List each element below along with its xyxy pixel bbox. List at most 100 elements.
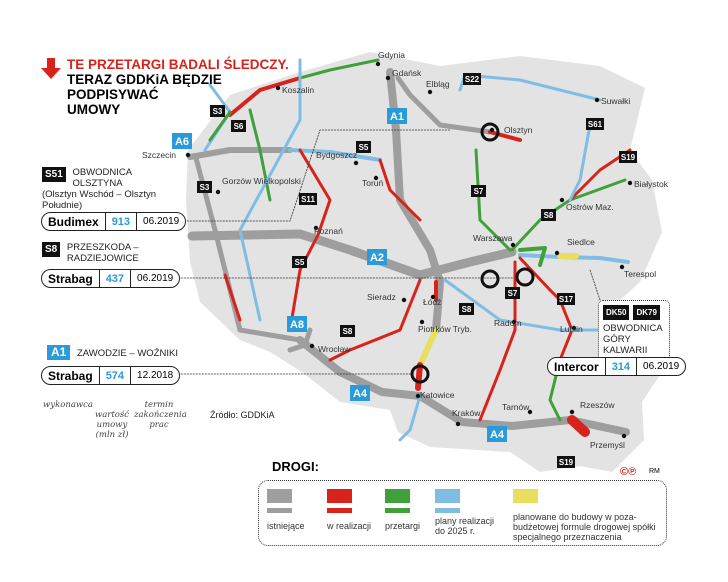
city-dot <box>554 250 560 256</box>
svg-text:A8: A8 <box>290 319 304 331</box>
city-dot <box>185 152 191 158</box>
contractor: Budimex <box>42 213 106 230</box>
contract-pill: Budimex 913 06.2019 <box>41 212 187 231</box>
legend-label: w realizacji <box>327 521 372 531</box>
svg-text:S7: S7 <box>474 187 484 196</box>
road-badge-s5: S5 <box>356 141 371 153</box>
city-label: Przemyśl <box>590 440 625 450</box>
legend-line <box>267 508 292 513</box>
road-badge-s8: S8 <box>541 209 556 221</box>
road-badge-s5: S5 <box>292 256 307 268</box>
deadline: 06.2019 <box>643 361 680 372</box>
svg-text:A4: A4 <box>353 388 368 400</box>
project-a1: A1 ZAWODZIE – WOŹNIKI <box>47 345 217 363</box>
svg-text:S22: S22 <box>465 75 480 84</box>
road-badge-s61: S61 <box>586 118 604 130</box>
road-existing <box>287 327 313 353</box>
deadline: 06.2019 <box>143 216 180 227</box>
svg-text:S7: S7 <box>508 289 518 298</box>
legend-swatch <box>435 489 460 503</box>
headline-line-1: TE PRZETARGI BADALI ŚLEDCZY. <box>67 57 289 72</box>
legend-line <box>435 508 460 513</box>
legend-label: planowane do budowy w poza-budżetowej fo… <box>513 512 656 542</box>
svg-text:S19: S19 <box>559 458 574 467</box>
contractor: Strabag <box>42 367 100 384</box>
svg-text:A6: A6 <box>175 136 189 148</box>
road-badge-s8: S8 <box>459 303 474 315</box>
source: Źródło: GDDKiA <box>210 410 275 420</box>
city-dot <box>401 297 407 303</box>
legend-swatch <box>513 489 538 503</box>
project-name: OBWODNICA GÓRY KALWARII <box>603 323 663 356</box>
svg-text:A4: A4 <box>490 429 505 441</box>
city-dot <box>415 393 421 399</box>
city-dot <box>627 180 633 186</box>
contract-value: 913 <box>106 213 138 230</box>
road-badge-a6: A6 <box>172 133 192 149</box>
road-badge-s3: S3 <box>197 181 212 193</box>
headline-line-3: PODPISYWAĆ <box>67 87 159 102</box>
road-planned <box>568 123 592 202</box>
svg-text:S11: S11 <box>301 195 315 204</box>
road-badge: A1 <box>47 345 71 360</box>
city-dot <box>594 97 600 103</box>
city-label: Rzeszów <box>580 400 615 410</box>
city-label: Wrocław <box>318 344 351 354</box>
road-planned <box>398 394 422 442</box>
contractor: Strabag <box>42 270 100 287</box>
contractor: Intercor <box>548 358 606 375</box>
highlight-rings <box>410 122 535 384</box>
leader-line <box>589 269 601 301</box>
road-badge: DK50 <box>603 305 630 320</box>
road-badge-a4: A4 <box>350 385 370 401</box>
city-label: Katowice <box>420 390 455 400</box>
road-construction <box>415 362 423 391</box>
contract-value: 437 <box>100 270 132 287</box>
road-special <box>417 327 439 368</box>
svg-text:S19: S19 <box>621 153 636 162</box>
road-planned <box>443 278 612 332</box>
legend-title: DROGI: <box>272 459 319 474</box>
city-label: Toruń <box>362 178 384 188</box>
road-planned <box>458 73 602 102</box>
road-existing <box>187 147 293 160</box>
city-label: Tarnów <box>502 402 530 412</box>
road-badge-s19: S19 <box>619 151 637 163</box>
city-dot <box>621 433 627 439</box>
city-label: Lublin <box>560 324 583 334</box>
city-label: Koszalin <box>282 85 314 95</box>
city-label: Terespol <box>624 269 656 279</box>
legend-label: przetargi <box>385 521 421 531</box>
svg-text:S3: S3 <box>213 107 223 116</box>
project-s8: S8 PRZESZKODA – RADZIEJOWICE <box>42 242 192 264</box>
svg-text:S3: S3 <box>200 183 210 192</box>
road-badge-s3: S3 <box>210 105 225 117</box>
project-name: PRZESZKODA – RADZIEJOWICE <box>66 242 139 264</box>
city-label: Gdynia <box>378 50 405 60</box>
svg-text:S6: S6 <box>234 122 244 131</box>
contract-value: 574 <box>100 367 132 384</box>
road-badge: S51 <box>42 167 66 182</box>
road-badge-s7: S7 <box>471 185 486 197</box>
city-label: Ostrów Maz. <box>566 202 614 212</box>
road-construction <box>288 148 332 332</box>
city-label: Gdańsk <box>392 68 422 78</box>
road-badge-s6: S6 <box>231 120 246 132</box>
contract-pill: Strabag 437 06.2019 <box>41 269 181 288</box>
road-badge-s7: S7 <box>505 287 520 299</box>
road-tender <box>298 58 380 80</box>
road-construction <box>223 273 242 322</box>
city-label: Szczecin <box>142 150 176 160</box>
road-construction <box>228 76 302 117</box>
copyright-icon: ©℗ <box>620 466 637 478</box>
contract-pill: Intercor 314 06.2019 <box>547 357 687 376</box>
city-dot <box>569 409 575 415</box>
city-dot <box>430 294 436 300</box>
road-badge-s19: S19 <box>557 456 575 468</box>
legend-line <box>385 508 410 513</box>
city-dot <box>353 160 359 166</box>
headline: TE PRZETARGI BADALI ŚLEDCZY. TERAZ GDDKi… <box>67 57 289 117</box>
